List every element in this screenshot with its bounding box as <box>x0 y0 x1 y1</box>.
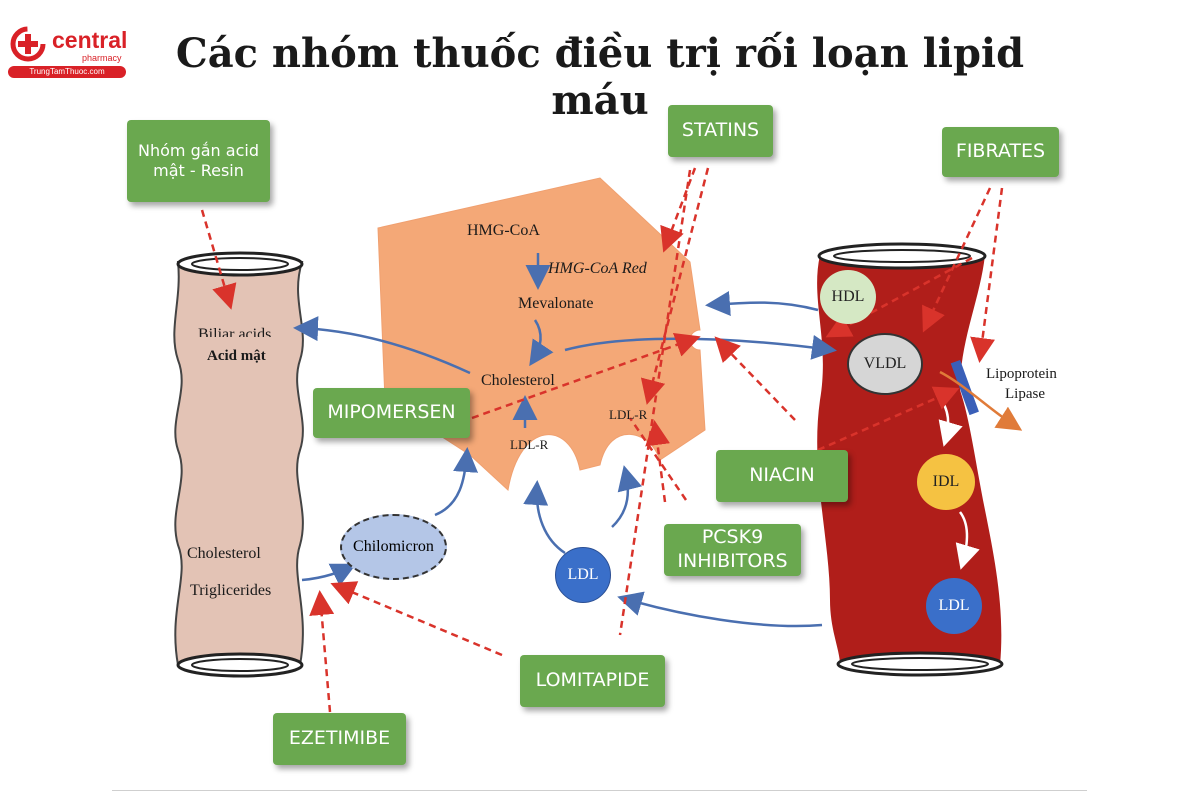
lipase-label: Lipase <box>1005 386 1045 402</box>
hdl-particle: HDL <box>820 270 876 324</box>
lomitapide-drug-box: LOMITAPIDE <box>520 655 665 707</box>
fibrates-drug-box: FIBRATES <box>942 127 1059 177</box>
brand-url: TrungTamThuoc.com <box>29 67 105 76</box>
lipoprotein-label: Lipoprotein <box>986 366 1057 382</box>
hmgcoa-label: HMG-CoA <box>467 222 540 239</box>
ldl-particle-vessel: LDL <box>926 578 982 634</box>
acid-mat-label: Acid mật <box>207 348 266 364</box>
mipomersen-drug-box: MIPOMERSEN <box>313 388 470 438</box>
idl-particle: IDL <box>917 454 975 510</box>
brand-url-bar <box>8 66 126 78</box>
intestine-cholesterol-label: Cholesterol <box>187 545 261 562</box>
brand-logo: central pharmacy TrungTamThuoc.com <box>8 22 130 82</box>
hmgcoa-red-label: HMG-CoA Red <box>548 260 647 277</box>
mevalonate-label: Mevalonate <box>518 295 594 312</box>
triglicerides-label: Triglicerides <box>190 582 272 599</box>
lipase-arrow <box>939 370 1023 431</box>
ldlr-label-1: LDL-R <box>510 437 549 452</box>
pharmacy-cross-icon <box>10 26 46 62</box>
resin-drug-box: Nhóm gắn acid mật - Resin <box>127 120 270 202</box>
ezetimibe-drug-box: EZETIMIBE <box>273 713 406 765</box>
biliar-acids-label: Biliar acids <box>198 326 272 337</box>
pcsk9-drug-box: PCSK9 INHIBITORS <box>664 524 801 576</box>
statins-drug-box: STATINS <box>668 105 773 157</box>
bottom-divider <box>112 790 1087 791</box>
chilomicron-particle: Chilomicron <box>340 514 447 580</box>
brand-name: central <box>52 27 128 53</box>
red-dashed-arrows <box>200 167 1004 713</box>
page-title: Các nhóm thuốc điều trị rối loạn lipid m… <box>175 30 1025 124</box>
vldl-particle: VLDL <box>847 333 923 395</box>
ldlr-label-2: LDL-R <box>609 407 648 422</box>
ldl-particle-liver: LDL <box>555 547 611 603</box>
niacin-drug-box: NIACIN <box>716 450 848 502</box>
intestine-tube <box>173 251 304 678</box>
liver-cholesterol-label: Cholesterol <box>481 372 555 389</box>
brand-sub: pharmacy <box>82 53 122 63</box>
